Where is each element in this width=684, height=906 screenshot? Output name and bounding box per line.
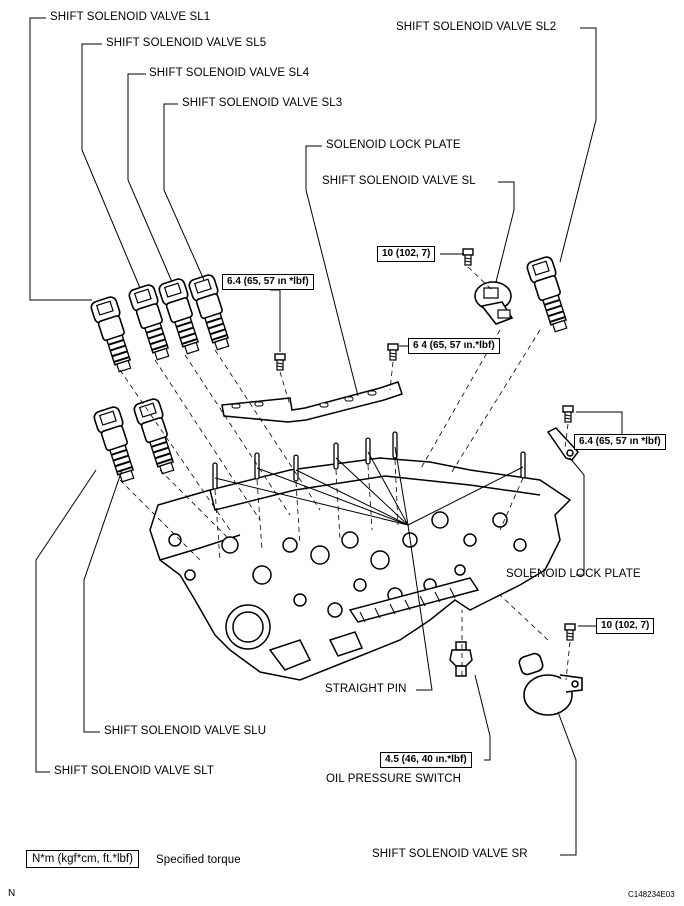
legend-text: Specified torque	[156, 854, 241, 866]
lock-plate-small	[546, 427, 579, 461]
leader-lines	[29, 17, 623, 856]
label-sl: SHIFT SOLENOID VALVE SL	[322, 175, 476, 187]
solenoid-sr	[518, 652, 583, 716]
solenoid-slt	[131, 396, 182, 477]
torque-plate-right: 6.4 (65, 57 ın *lbf)	[574, 434, 666, 450]
label-oil-pressure-switch: OIL PRESSURE SWITCH	[326, 773, 462, 785]
label-sr: SHIFT SOLENOID VALVE SR	[372, 848, 528, 860]
label-sl1: SHIFT SOLENOID VALVE SL1	[50, 11, 211, 23]
solenoid-sl2	[524, 254, 575, 335]
torque-oil-pressure-switch: 4.5 (46, 40 ın.*lbf)	[380, 752, 472, 768]
bolt-plate-left	[274, 353, 286, 371]
bolt-sr	[564, 623, 576, 641]
lock-plate-main	[221, 381, 403, 423]
oil-pressure-switch-part	[449, 641, 473, 677]
label-sl4: SHIFT SOLENOID VALVE SL4	[149, 67, 310, 79]
figure-code: C148234E03	[628, 890, 675, 899]
legend-unit-box: N*m (kgf*cm, ft.*lbf)	[26, 850, 139, 868]
label-straight-pin: STRAIGHT PIN	[325, 683, 407, 695]
solenoid-slu	[91, 404, 142, 485]
label-slu: SHIFT SOLENOID VALVE SLU	[104, 725, 267, 737]
alignment-lines	[119, 266, 571, 681]
torque-plate-left: 6.4 (65, 57 ın *lbf)	[222, 274, 314, 290]
label-lock-plate-right: SOLENOID LOCK PLATE	[506, 568, 641, 580]
solenoid-sl	[474, 281, 514, 325]
bolt-plate-mid	[387, 343, 399, 361]
torque-sl: 10 (102, 7)	[377, 246, 436, 262]
torque-plate-mid: 6 4 (65, 57 ın.*lbf)	[408, 338, 500, 354]
torque-sr: 10 (102, 7)	[596, 618, 655, 634]
label-sl2: SHIFT SOLENOID VALVE SL2	[396, 21, 557, 33]
label-slt: SHIFT SOLENOID VALVE SLT	[54, 765, 215, 777]
label-lock-plate-top: SOLENOID LOCK PLATE	[326, 139, 461, 151]
bolt-sl	[462, 248, 474, 266]
straight-pins	[212, 431, 526, 490]
label-sl3: SHIFT SOLENOID VALVE SL3	[182, 97, 343, 109]
solenoid-sl1	[88, 294, 139, 375]
bolt-plate-right	[562, 405, 574, 423]
valve-body	[149, 457, 572, 681]
corner-mark-left: N	[8, 888, 16, 899]
label-sl5: SHIFT SOLENOID VALVE SL5	[106, 37, 267, 49]
